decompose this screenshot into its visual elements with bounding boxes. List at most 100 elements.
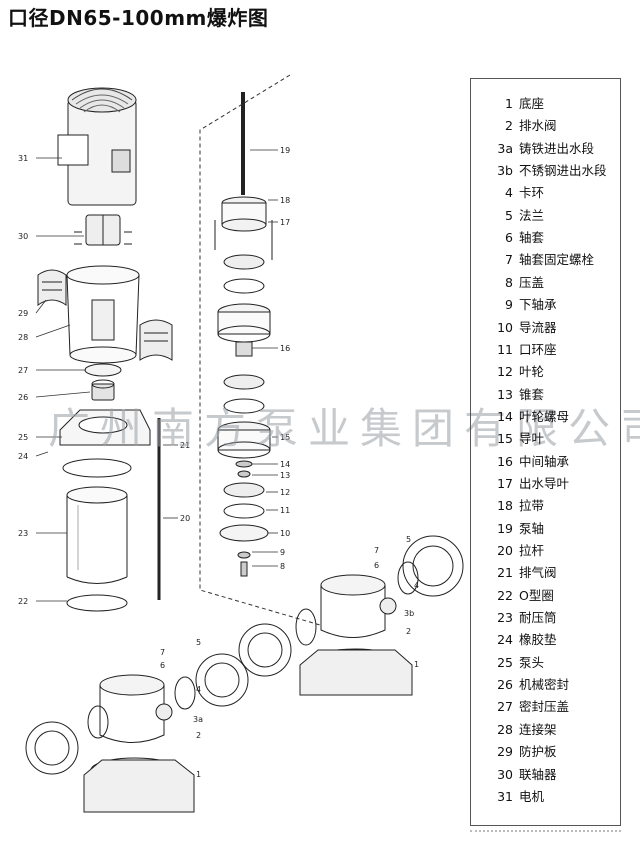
legend-label: 防护板 xyxy=(519,744,557,760)
legend-number: 24 xyxy=(497,632,513,648)
callout-11: 11 xyxy=(280,506,290,515)
legend-number: 27 xyxy=(497,699,513,715)
legend-row: 3b 不锈钢进出水段 xyxy=(471,160,621,182)
guard-plates-29 xyxy=(37,269,173,361)
legend-row: 8 压盖 xyxy=(471,272,621,294)
callout-8: 8 xyxy=(280,562,285,571)
callout-30: 30 xyxy=(18,232,28,241)
page-title: 口径DN65-100mm爆炸图 xyxy=(8,6,269,30)
watermark: 广州南方泵业集团有限公司 xyxy=(48,404,640,453)
legend-label: 口环座 xyxy=(519,341,557,357)
legend-label: 下轴承 xyxy=(519,297,557,313)
callout-23: 23 xyxy=(18,529,28,538)
legend-number: 3a xyxy=(497,140,513,156)
legend-label: 密封压盖 xyxy=(519,699,570,715)
callout-2-right: 2 xyxy=(406,627,411,636)
callout-24: 24 xyxy=(18,452,28,461)
callout-22: 22 xyxy=(18,597,28,606)
legend-label: 排气阀 xyxy=(519,565,557,581)
legend-number: 11 xyxy=(497,341,513,357)
cast-housing-3a xyxy=(25,653,249,813)
callout-17: 17 xyxy=(280,218,290,227)
legend-number: 3b xyxy=(497,163,513,179)
legend-number: 12 xyxy=(497,364,513,380)
o-ring-22-top xyxy=(62,458,132,478)
callout-1-right: 1 xyxy=(414,660,419,669)
pressure-tube-23 xyxy=(66,486,128,584)
callout-3a: 3a xyxy=(193,715,203,724)
legend-label: 压盖 xyxy=(519,274,545,290)
legend-label: 联轴器 xyxy=(519,766,557,782)
callout-12: 12 xyxy=(280,488,290,497)
legend-number: 13 xyxy=(497,386,513,402)
legend-label: 中间轴承 xyxy=(519,453,570,469)
callout-20: 20 xyxy=(180,514,190,523)
stage-parts xyxy=(217,254,271,577)
callout-10: 10 xyxy=(280,529,290,538)
legend-number: 23 xyxy=(497,610,513,626)
callout-1-left: 1 xyxy=(196,770,201,779)
legend-label: 导叶 xyxy=(519,431,545,447)
bottom-divider xyxy=(470,828,621,832)
legend-label: 铸铁进出水段 xyxy=(519,140,595,156)
legend-label: 排水阀 xyxy=(519,118,557,134)
o-ring-22-bottom xyxy=(66,594,128,612)
callout-6-right: 6 xyxy=(374,561,379,570)
legend-number: 8 xyxy=(505,274,513,290)
motor-31 xyxy=(57,87,137,206)
legend-label: 拉杆 xyxy=(519,543,545,558)
legend-number: 15 xyxy=(497,431,513,447)
legend-label: 泵头 xyxy=(519,654,545,670)
legend-number: 10 xyxy=(497,319,513,335)
legend-number: 28 xyxy=(497,721,513,737)
legend-label: 不锈钢进出水段 xyxy=(519,163,607,179)
callout-21: 21 xyxy=(180,441,190,450)
legend-row: 1 底座 xyxy=(471,93,621,115)
legend-label: 卡环 xyxy=(519,185,545,201)
legend-number: 22 xyxy=(497,587,513,603)
callout-4-left: 4 xyxy=(196,685,201,694)
callout-15: 15 xyxy=(280,433,290,442)
callout-6-left: 6 xyxy=(160,661,165,670)
bracket-28 xyxy=(66,265,140,364)
legend-number: 26 xyxy=(497,677,513,693)
outlet-guide-17 xyxy=(214,196,273,260)
legend-number: 14 xyxy=(497,408,513,424)
legend-row: 15 导叶 xyxy=(471,428,621,450)
callout-19: 19 xyxy=(280,146,290,155)
callout-7-left: 7 xyxy=(160,648,165,657)
callout-2-left: 2 xyxy=(196,731,201,740)
legend-label: 底座 xyxy=(519,96,545,111)
seal-gland-27 xyxy=(84,363,122,377)
legend-label: 电机 xyxy=(519,788,545,804)
callout-18: 18 xyxy=(280,196,290,205)
legend-number: 7 xyxy=(505,252,513,268)
legend-number: 20 xyxy=(497,543,513,558)
legend-number: 1 xyxy=(505,96,513,111)
callout-7-right: 7 xyxy=(374,546,379,555)
callout-31: 31 xyxy=(18,154,28,163)
legend-number: 19 xyxy=(497,520,513,536)
callout-26: 26 xyxy=(18,393,28,402)
